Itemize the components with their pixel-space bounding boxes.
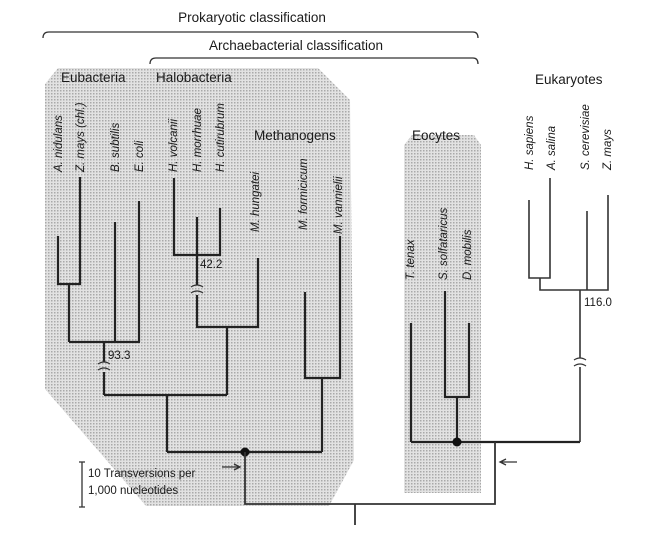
group-label-methanogens: Methanogens xyxy=(254,128,336,143)
branch-length-label: 116.0 xyxy=(584,297,612,309)
species-label: M. vannielii xyxy=(333,176,345,234)
archaebacterial-classification-header: Archaebacterial classification xyxy=(209,38,383,53)
species-label: M. hungatei xyxy=(250,171,262,232)
arrow-right-icon xyxy=(222,463,242,471)
scale-bar xyxy=(79,461,85,508)
species-label: Z. mays xyxy=(602,129,614,171)
branch-halobacteria xyxy=(104,178,260,452)
branch-eukaryotes xyxy=(528,178,609,442)
group-label-halobacteria: Halobacteria xyxy=(156,70,232,85)
group-label-eocytes: Eocytes xyxy=(412,128,460,143)
archaebacterial-bracket xyxy=(149,57,479,65)
species-label: Z. mays (chl.) xyxy=(75,102,87,173)
species-label: S. cerevisiae xyxy=(580,104,592,170)
species-label: T. tenax xyxy=(405,238,417,280)
prokaryote-shaded-region xyxy=(45,68,354,506)
branch-length-label: 93.3 xyxy=(108,350,130,362)
species-label: A. nidulans xyxy=(53,115,65,173)
scale-bar-label-line1: 10 Transversions per xyxy=(88,468,196,480)
species-label: H. volcanii xyxy=(168,119,180,172)
eocyte-shaded-region xyxy=(404,135,481,493)
species-label: H. morrhuae xyxy=(192,108,204,172)
prokaryotic-classification-header: Prokaryotic classification xyxy=(178,10,326,25)
branch-eocytes xyxy=(409,291,580,444)
scale-bar-label-line2: 1,000 nucleotides xyxy=(88,485,178,497)
group-label-eubacteria: Eubacteria xyxy=(61,70,126,85)
prokaryotic-bracket xyxy=(42,31,479,39)
species-label: E. coli xyxy=(134,140,146,172)
species-label: B. subtilis xyxy=(110,123,122,172)
eocyte-node xyxy=(452,437,462,447)
species-label: M. formicicum xyxy=(298,158,310,230)
root-branch xyxy=(244,442,496,525)
break-mark xyxy=(190,284,204,294)
branch-length-label: 42.2 xyxy=(200,259,222,271)
species-label: D. mobilis xyxy=(462,229,474,280)
break-mark xyxy=(97,361,111,371)
arrow-left-icon xyxy=(498,458,517,466)
species-label: S. solfataricus xyxy=(438,208,450,280)
species-label: A. salina xyxy=(546,126,558,171)
branch-eubacteria xyxy=(56,177,141,395)
species-label: H. sapiens xyxy=(524,115,536,170)
species-label: H. cutirubrum xyxy=(215,103,227,172)
group-label-eukaryotes: Eukaryotes xyxy=(535,72,603,87)
break-mark xyxy=(573,357,587,367)
